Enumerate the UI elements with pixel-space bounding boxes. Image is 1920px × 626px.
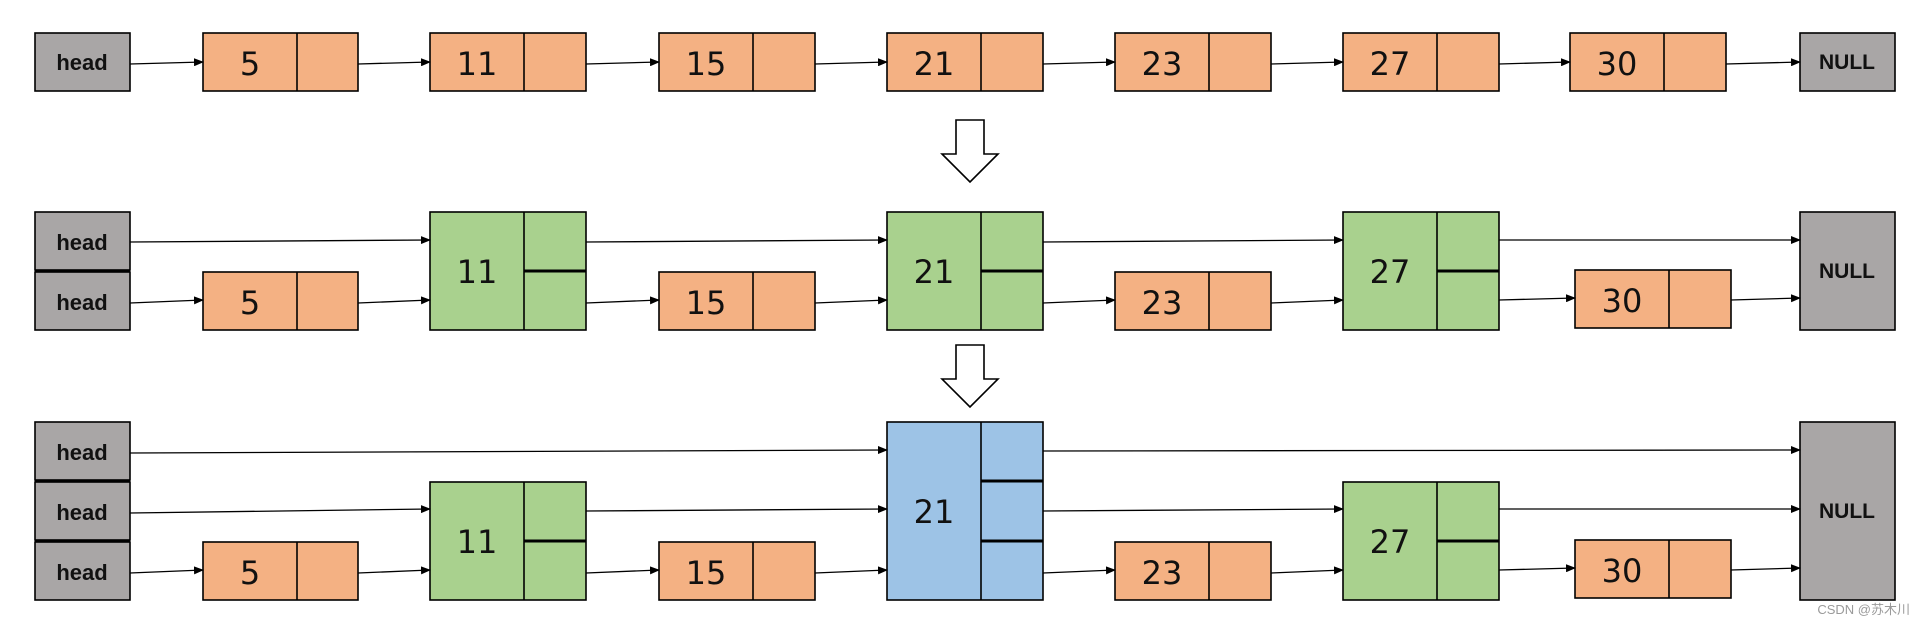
head-box-level-1: head: [34, 211, 131, 271]
node-value: 11: [457, 523, 498, 561]
node-value: 30: [1602, 282, 1643, 320]
null-box: NULL: [1799, 32, 1896, 92]
head-label: head: [56, 290, 107, 315]
head-label: head: [56, 230, 107, 255]
node-21: 21: [886, 421, 1044, 601]
head-label: head: [56, 500, 107, 525]
node-27: 27: [1342, 211, 1500, 331]
node-23: 23: [1114, 271, 1272, 331]
node-value: 21: [914, 253, 955, 291]
head-label: head: [56, 50, 107, 75]
head-label: head: [56, 440, 107, 465]
node-11: 11: [429, 481, 587, 601]
node-5: 5: [202, 541, 359, 601]
node-value: 11: [457, 253, 498, 291]
pointer-arrows: [129, 446, 1801, 575]
node-30: 30: [1574, 539, 1732, 599]
node-value: 23: [1142, 284, 1183, 322]
head-label: head: [56, 560, 107, 585]
watermark: CSDN @苏木川: [1817, 602, 1910, 617]
node-value: 27: [1370, 253, 1411, 291]
node-value: 21: [914, 45, 955, 83]
node-23: 23: [1114, 32, 1272, 92]
node-value: 23: [1142, 45, 1183, 83]
node-30: 30: [1574, 269, 1732, 329]
node-value: 15: [686, 45, 727, 83]
node-value: 15: [686, 554, 727, 592]
head-box-level-2: head: [34, 421, 131, 481]
node-27: 27: [1342, 32, 1500, 92]
node-value: 30: [1597, 45, 1638, 83]
row-2: head head 5 11 15 21: [34, 211, 1896, 331]
node-27: 27: [1342, 481, 1500, 601]
node-value: 5: [240, 45, 260, 83]
node-value: 23: [1142, 554, 1183, 592]
node-value: 5: [240, 284, 260, 322]
node-15: 15: [658, 271, 816, 331]
head-box: head: [34, 32, 131, 92]
node-5: 5: [202, 271, 359, 331]
node-23: 23: [1114, 541, 1272, 601]
node-value: 21: [914, 493, 955, 531]
null-label: NULL: [1819, 260, 1875, 283]
node-value: 5: [240, 554, 260, 592]
row-1: head 5 11 15 21 23: [34, 32, 1896, 92]
head-box-level-0: head: [34, 541, 131, 601]
node-value: 11: [457, 45, 498, 83]
node-value: 27: [1370, 45, 1411, 83]
node-15: 15: [658, 541, 816, 601]
row-3: head head head 5 11 15: [34, 421, 1896, 601]
null-label: NULL: [1819, 500, 1875, 523]
node-value: 15: [686, 284, 727, 322]
head-box-level-1: head: [34, 481, 131, 541]
node-11: 11: [429, 211, 587, 331]
null-box: NULL: [1799, 421, 1896, 601]
node-21: 21: [886, 211, 1044, 331]
node-5: 5: [202, 32, 359, 92]
node-value: 27: [1370, 523, 1411, 561]
node-value: 30: [1602, 552, 1643, 590]
head-box-level-0: head: [34, 271, 131, 331]
node-21: 21: [886, 32, 1044, 92]
null-label: NULL: [1819, 51, 1875, 74]
node-15: 15: [658, 32, 816, 92]
node-11: 11: [429, 32, 587, 92]
pointer-arrows: [129, 236, 1801, 305]
node-30: 30: [1569, 32, 1727, 92]
down-arrow-icon: [940, 344, 1000, 409]
null-box: NULL: [1799, 211, 1896, 331]
down-arrow-icon: [940, 119, 1000, 184]
pointer-arrows: [129, 58, 1801, 67]
